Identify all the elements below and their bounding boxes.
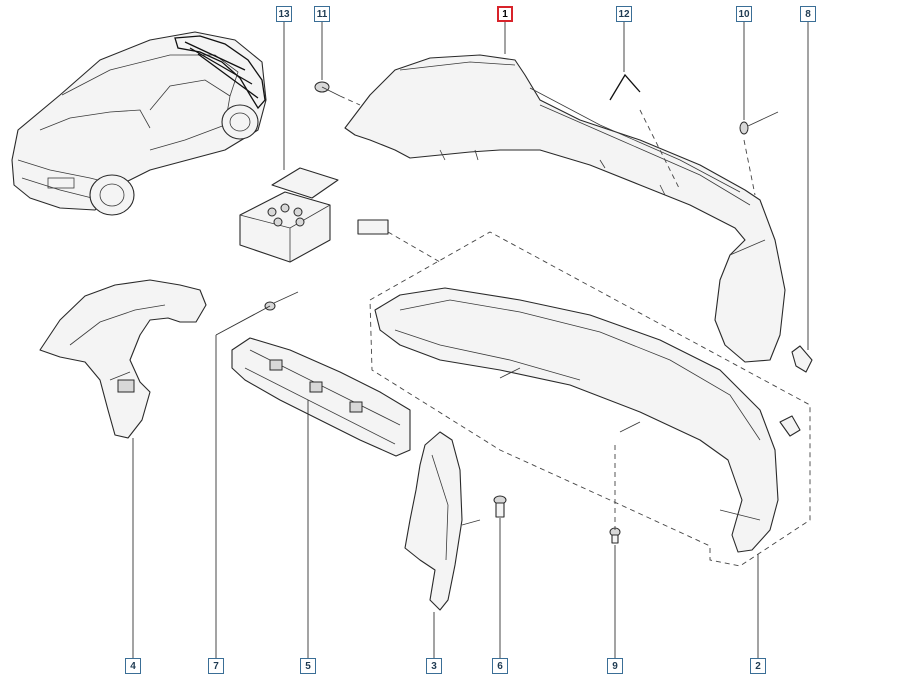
assembly-boundary [369,231,811,567]
callout-part-11[interactable]: 11 [314,6,330,22]
callout-part-2[interactable]: 2 [750,658,766,674]
callout-part-3[interactable]: 3 [426,658,442,674]
callout-label: 6 [497,660,503,672]
label-sticker-illustration [357,219,389,235]
bolt-fastener-illustration [609,527,621,544]
callout-label: 2 [755,660,761,672]
center-bracket-illustration [231,337,411,457]
callout-part-4[interactable]: 4 [125,658,141,674]
left-bracket-illustration [39,279,207,439]
rear-bumper-cover-illustration [344,54,786,363]
callout-part-13[interactable]: 13 [276,6,292,22]
vehicle-overview-illustration [11,31,267,216]
callout-label: 10 [738,8,750,20]
callout-label: 12 [618,8,630,20]
screw-illustration [314,81,341,97]
callout-label: 8 [805,8,811,20]
callout-part-5[interactable]: 5 [300,658,316,674]
callout-part-1[interactable]: 1 [497,6,513,22]
callout-part-8[interactable]: 8 [800,6,816,22]
callout-label: 11 [316,8,328,20]
callout-label: 9 [612,660,618,672]
leader-lines [132,22,809,658]
clip-kit-box-illustration [239,167,339,263]
sticker-leader [387,231,441,263]
callout-label: 1 [502,8,508,20]
callout-label: 7 [213,660,219,672]
right-bracket-illustration [404,431,481,611]
callout-label: 3 [431,660,437,672]
callout-part-6[interactable]: 6 [492,658,508,674]
small-clip-illustration [791,345,813,373]
callout-part-7[interactable]: 7 [208,658,224,674]
callout-part-12[interactable]: 12 [616,6,632,22]
callout-part-9[interactable]: 9 [607,658,623,674]
pin-illustration [264,291,299,311]
wire-clip-illustration [609,73,641,101]
callout-label: 5 [305,660,311,672]
rivet-illustration [739,111,779,135]
callout-label: 13 [278,8,290,20]
callout-label: 4 [130,660,136,672]
lower-bumper-diffuser-illustration [374,287,801,553]
clip-fastener-illustration [493,495,507,518]
callout-part-10[interactable]: 10 [736,6,752,22]
